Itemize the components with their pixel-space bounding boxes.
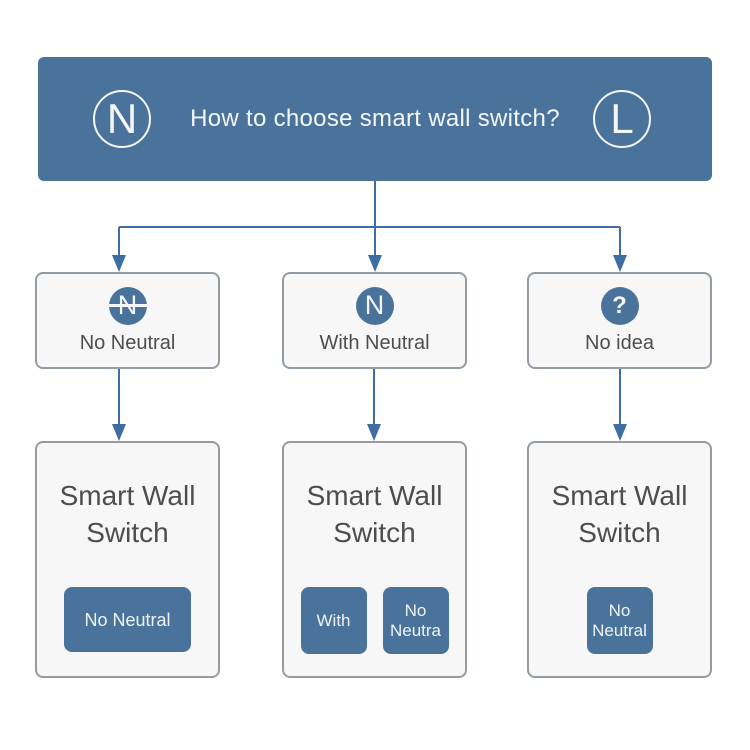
- no-neutral-chip: No Neutral: [586, 587, 653, 654]
- result-title: Smart Wall Switch: [306, 480, 443, 548]
- neutral-wire-icon: N: [93, 90, 151, 148]
- option-box-no-idea: ? No idea: [527, 272, 712, 369]
- no-neutral-chip: No Neutral: [64, 587, 191, 652]
- no-neutral-icon: N: [105, 286, 150, 325]
- strike-line: [105, 304, 150, 307]
- live-wire-letter: L: [610, 95, 634, 142]
- option-label: No idea: [585, 331, 654, 354]
- option-box-no-neutral: N No Neutral: [35, 272, 220, 369]
- with-chip: With: [300, 587, 367, 654]
- result-buttons: No Neutral: [37, 587, 218, 652]
- neutral-wire-letter: N: [106, 95, 138, 142]
- option-label: With Neutral: [319, 331, 430, 354]
- arrowheads: [112, 255, 627, 441]
- result-box-no-idea: Smart Wall Switch No Neutral: [527, 441, 712, 678]
- with-neutral-icon: N: [355, 286, 394, 325]
- result-title: Smart Wall Switch: [59, 480, 196, 548]
- question-mark-icon-letter: ?: [612, 291, 627, 319]
- header-banner: N How to choose smart wall switch? L: [38, 57, 712, 181]
- result-buttons: With No Neutra: [284, 587, 465, 654]
- question-mark-icon: ?: [600, 286, 639, 325]
- result-box-no-neutral: Smart Wall Switch No Neutral: [35, 441, 220, 678]
- result-box-with-neutral: Smart Wall Switch With No Neutra: [282, 441, 467, 678]
- option-label: No Neutral: [79, 331, 176, 354]
- connector-lines: [118, 181, 621, 425]
- page-title: How to choose smart wall switch?: [190, 105, 560, 132]
- result-buttons: No Neutral: [529, 587, 710, 654]
- with-neutral-icon-letter: N: [364, 290, 385, 320]
- no-neutral-chip: No Neutra: [382, 587, 449, 654]
- result-title: Smart Wall Switch: [551, 480, 688, 548]
- option-box-with-neutral: N With Neutral: [282, 272, 467, 369]
- live-wire-icon: L: [593, 90, 651, 148]
